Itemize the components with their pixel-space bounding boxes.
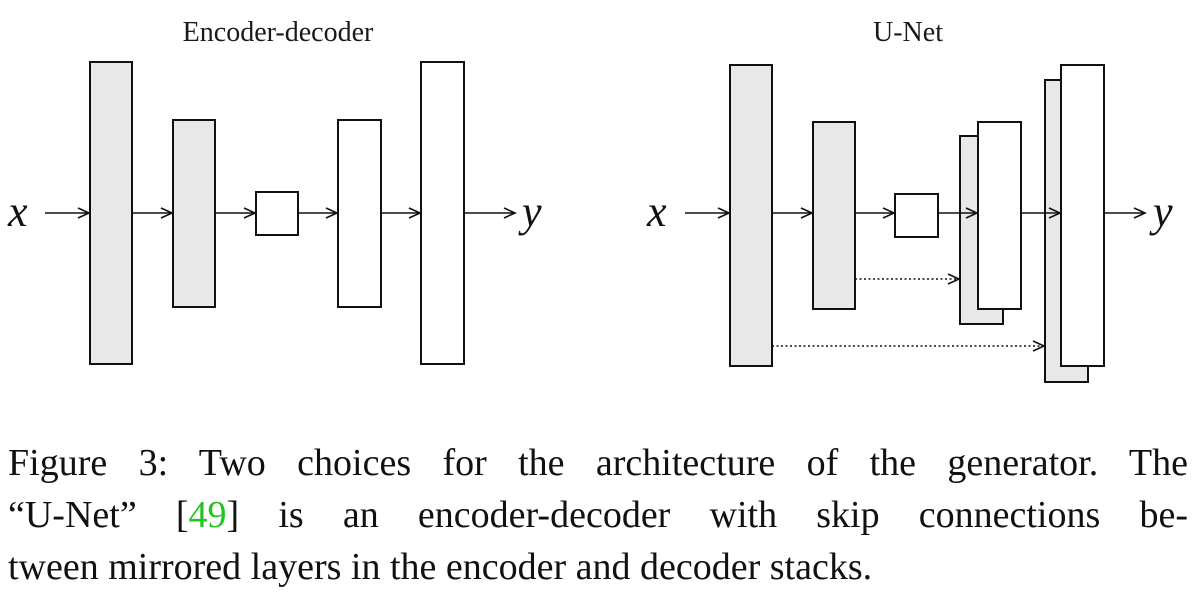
encoder-decoder-network: [89, 61, 465, 365]
caption-line-2: “U-Net” [49] is an encoder-decoder with …: [8, 489, 1188, 541]
caption-line-3: tween mirrored layers in the encoder and…: [8, 546, 873, 588]
output-y-label: y: [518, 187, 542, 236]
unet-encoder-layer-1: [729, 64, 773, 367]
caption-line-1: Figure 3: Two choices for the architectu…: [8, 442, 1188, 484]
input-x-label: x: [646, 187, 667, 236]
unet-decoder-layer-1: [977, 121, 1022, 310]
decoder-layer-1: [337, 119, 382, 308]
figure-caption: Figure 3: Two choices for the architectu…: [8, 437, 1188, 593]
unet-network: [729, 64, 1105, 383]
unet-title: U-Net: [873, 17, 943, 48]
unet-bottleneck: [894, 193, 939, 238]
unet-decoder-layer-2: [1060, 64, 1105, 367]
encoder-layer-1: [89, 61, 133, 365]
bottleneck: [255, 191, 299, 236]
decoder-layer-2: [420, 61, 465, 365]
input-x-label: x: [7, 187, 28, 236]
encoder-decoder-title: Encoder-decoder: [183, 17, 374, 48]
unet-arrows: [685, 207, 1147, 352]
architecture-diagram: Encoder-decoder x y U-Net x: [7, 17, 1173, 383]
encoder-layer-2: [172, 119, 216, 308]
output-y-label: y: [1149, 187, 1173, 236]
caption-line-2-end: ] is an encoder-decoder with skip connec…: [226, 494, 1188, 536]
citation-link[interactable]: 49: [188, 494, 227, 536]
unet-encoder-layer-2: [812, 121, 856, 310]
caption-line-2-start: “U-Net” [: [8, 494, 189, 536]
